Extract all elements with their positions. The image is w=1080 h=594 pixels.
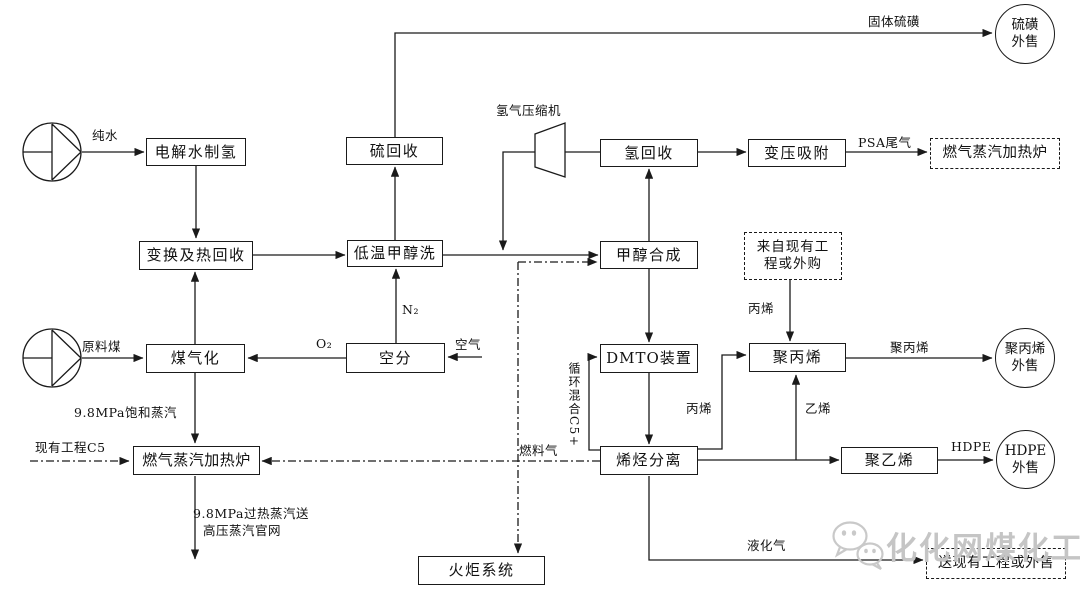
node-polypropylene: 聚丙烯 [749, 343, 846, 372]
terminal-sulfur-sale: 硫磺外售 [995, 4, 1055, 64]
stream-air: 空气 [455, 337, 482, 352]
node-dmto-unit: DMTO装置 [600, 344, 698, 373]
pump-icon-water [22, 122, 82, 182]
stream-recycle-c5: 循环混合C5+ [567, 362, 581, 448]
stream-existing-c5: 现有工程C5 [35, 440, 106, 455]
node-furnace-main: 燃气蒸汽加热炉 [133, 446, 260, 475]
node-existing-supply: 来自现有工程或外购 [744, 232, 842, 280]
node-send-existing: 送现有工程或外售 [926, 548, 1066, 579]
stream-propylene-supply: 丙烯 [748, 301, 775, 316]
node-methanol-synthesis: 甲醇合成 [600, 241, 698, 269]
node-rectisol-wash: 低温甲醇洗 [347, 240, 443, 267]
stream-superheated-steam-line2: 高压蒸汽官网 [203, 523, 282, 538]
node-electrolysis: 电解水制氢 [146, 138, 246, 166]
node-polyethylene: 聚乙烯 [841, 447, 938, 474]
stream-superheated-steam-line1: 9.8MPa过热蒸汽送 [193, 506, 309, 521]
stream-ethylene: 乙烯 [805, 401, 832, 416]
stream-hdpe: HDPE [951, 439, 992, 454]
node-flare-system: 火炬系统 [418, 556, 545, 585]
stream-lpg: 液化气 [747, 538, 787, 553]
compressor-icon [534, 122, 566, 178]
terminal-hdpe-sale: HDPE外售 [996, 430, 1055, 489]
stream-propylene: 丙烯 [686, 401, 713, 416]
stream-n2: N₂ [402, 302, 419, 317]
node-furnace-psa-tailgas: 燃气蒸汽加热炉 [930, 138, 1060, 169]
stream-fuel-gas: 燃料气 [519, 443, 559, 458]
stream-pure-water: 纯水 [92, 128, 119, 143]
node-air-separation: 空分 [346, 343, 445, 373]
stream-h2-compressor: 氢气压缩机 [496, 103, 562, 118]
stream-pp-product: 聚丙烯 [890, 340, 930, 355]
node-coal-gasification: 煤气化 [146, 344, 245, 373]
pump-icon-coal [22, 328, 82, 388]
stream-psa-tailgas: PSA尾气 [858, 135, 912, 150]
node-sulfur-recovery: 硫回收 [346, 137, 443, 165]
stream-o2: O₂ [316, 336, 333, 351]
line-sulfur-to-sale [394, 28, 993, 137]
node-olefin-separation: 烯烃分离 [600, 446, 698, 475]
stream-raw-coal: 原料煤 [82, 339, 122, 354]
stream-saturated-steam: 9.8MPa饱和蒸汽 [74, 405, 177, 420]
node-h2-recovery: 氢回收 [600, 139, 698, 167]
node-psa: 变压吸附 [748, 139, 846, 167]
terminal-pp-sale: 聚丙烯外售 [995, 328, 1055, 388]
line-lpg [648, 476, 924, 565]
line-c5-recycle [587, 352, 600, 451]
line-propylene-to-pp [698, 350, 747, 450]
line-compressor-to-syngas [498, 151, 535, 251]
stream-solid-sulfur: 固体硫磺 [868, 14, 921, 29]
node-shift-heat-recovery: 变换及热回收 [139, 241, 253, 270]
